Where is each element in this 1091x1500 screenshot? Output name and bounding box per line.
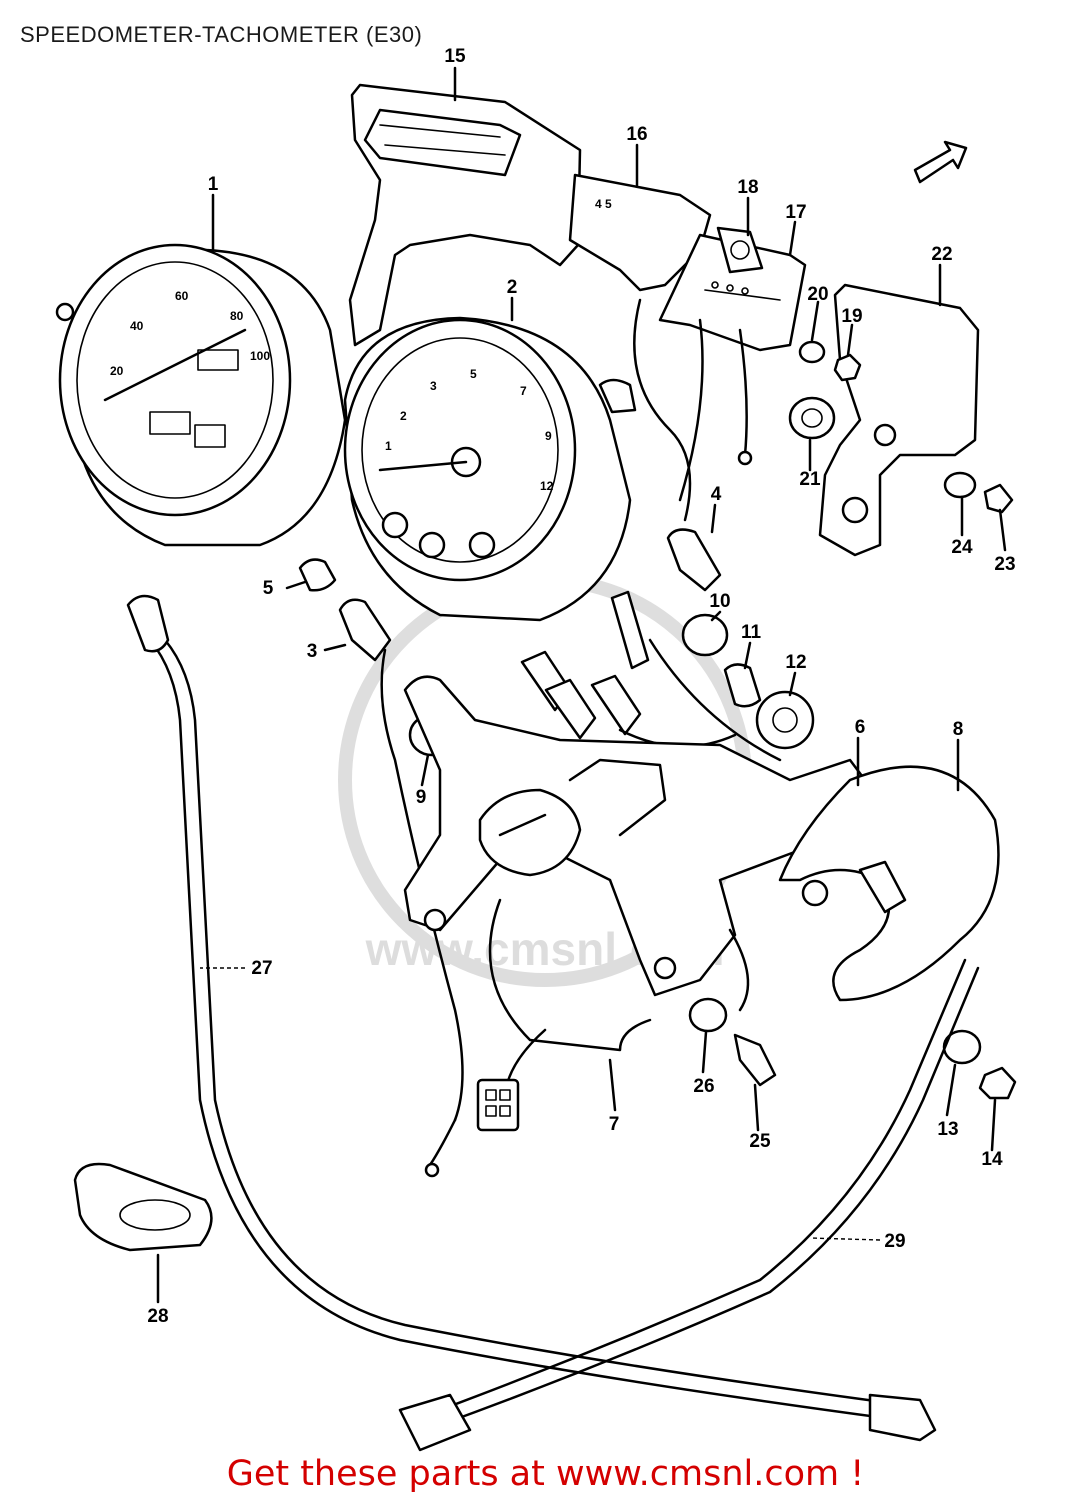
callout-14: 14 bbox=[981, 1149, 1003, 1170]
part-19-nut bbox=[833, 353, 862, 382]
callout-2: 2 bbox=[507, 277, 518, 298]
callout-4: 4 bbox=[711, 484, 722, 505]
callout-26: 26 bbox=[693, 1076, 714, 1097]
callout-5: 5 bbox=[263, 578, 274, 599]
part-11-lamp bbox=[723, 663, 762, 708]
part-24-washer bbox=[943, 471, 977, 499]
front-arrow-icon bbox=[913, 140, 968, 184]
wire-coupler bbox=[424, 1078, 520, 1178]
part-21-grommet bbox=[788, 396, 836, 440]
part-20-washer bbox=[798, 340, 826, 364]
part-25-bolt bbox=[733, 1033, 777, 1087]
part-16-bracket: 4 5 bbox=[568, 173, 712, 292]
callout-23: 23 bbox=[994, 554, 1015, 575]
wire-harness bbox=[598, 298, 782, 762]
part-1-speedometer: 40 60 80 20 100 bbox=[55, 243, 347, 547]
svg-text:9: 9 bbox=[545, 429, 552, 443]
part-12-socket bbox=[755, 690, 815, 750]
callout-8: 8 bbox=[953, 719, 964, 740]
callout-11: 11 bbox=[741, 622, 762, 643]
callout-6: 6 bbox=[855, 717, 866, 738]
callout-21: 21 bbox=[799, 469, 821, 490]
svg-text:20: 20 bbox=[110, 364, 124, 378]
footer-cta[interactable]: Get these parts at www.cmsnl.com ! bbox=[226, 1454, 865, 1494]
callout-22: 22 bbox=[931, 244, 952, 265]
svg-text:5: 5 bbox=[470, 367, 477, 381]
part-15-meter-visor bbox=[348, 83, 582, 347]
callout-numbers: 1234567891011121314151617181920212223242… bbox=[147, 46, 1015, 1327]
svg-text:2: 2 bbox=[400, 409, 407, 423]
callout-13: 13 bbox=[937, 1119, 958, 1140]
callout-10: 10 bbox=[709, 591, 730, 612]
callout-29: 29 bbox=[884, 1231, 905, 1252]
callout-1: 1 bbox=[208, 174, 219, 195]
part-29-tachometer-cable bbox=[398, 958, 980, 1452]
callout-3: 3 bbox=[307, 641, 318, 662]
callout-25: 25 bbox=[749, 1131, 771, 1152]
svg-text:1: 1 bbox=[385, 439, 392, 453]
part-14-nut bbox=[978, 1066, 1017, 1100]
svg-text:4 5: 4 5 bbox=[595, 197, 612, 211]
part-2-tachometer: 2 3 5 7 9 12 1 bbox=[343, 316, 632, 622]
part-10-socket bbox=[681, 613, 729, 657]
callout-7: 7 bbox=[609, 1114, 620, 1135]
page-title: SPEEDOMETER-TACHOMETER (E30) bbox=[20, 22, 423, 47]
svg-text:80: 80 bbox=[230, 309, 244, 323]
svg-text:3: 3 bbox=[430, 379, 437, 393]
callout-16: 16 bbox=[626, 124, 647, 145]
part-28-grommet bbox=[73, 1162, 213, 1252]
callout-9: 9 bbox=[416, 787, 427, 808]
part-4-bulb-socket bbox=[610, 528, 722, 670]
part-18-lamp bbox=[716, 226, 764, 274]
callout-24: 24 bbox=[951, 537, 973, 558]
svg-text:40: 40 bbox=[130, 319, 144, 333]
svg-text:60: 60 bbox=[175, 289, 189, 303]
callout-15: 15 bbox=[444, 46, 466, 67]
part-26-washer bbox=[688, 997, 728, 1033]
part-27-speedometer-cable bbox=[126, 594, 937, 1442]
part-5-bulb bbox=[298, 558, 337, 592]
callout-28: 28 bbox=[147, 1306, 168, 1327]
part-23-screw bbox=[983, 483, 1014, 514]
part-8-holder bbox=[778, 765, 1000, 1002]
callout-20: 20 bbox=[807, 284, 828, 305]
callout-19: 19 bbox=[841, 306, 862, 327]
part-22-cover bbox=[818, 283, 980, 557]
svg-text:7: 7 bbox=[520, 384, 527, 398]
indicator-sockets bbox=[520, 650, 737, 748]
svg-text:12: 12 bbox=[540, 479, 554, 493]
callout-18: 18 bbox=[737, 177, 758, 198]
callout-12: 12 bbox=[785, 652, 806, 673]
leader-lines bbox=[156, 66, 1007, 1304]
svg-text:100: 100 bbox=[250, 349, 270, 363]
callout-27: 27 bbox=[251, 958, 272, 979]
callout-17: 17 bbox=[785, 202, 806, 223]
